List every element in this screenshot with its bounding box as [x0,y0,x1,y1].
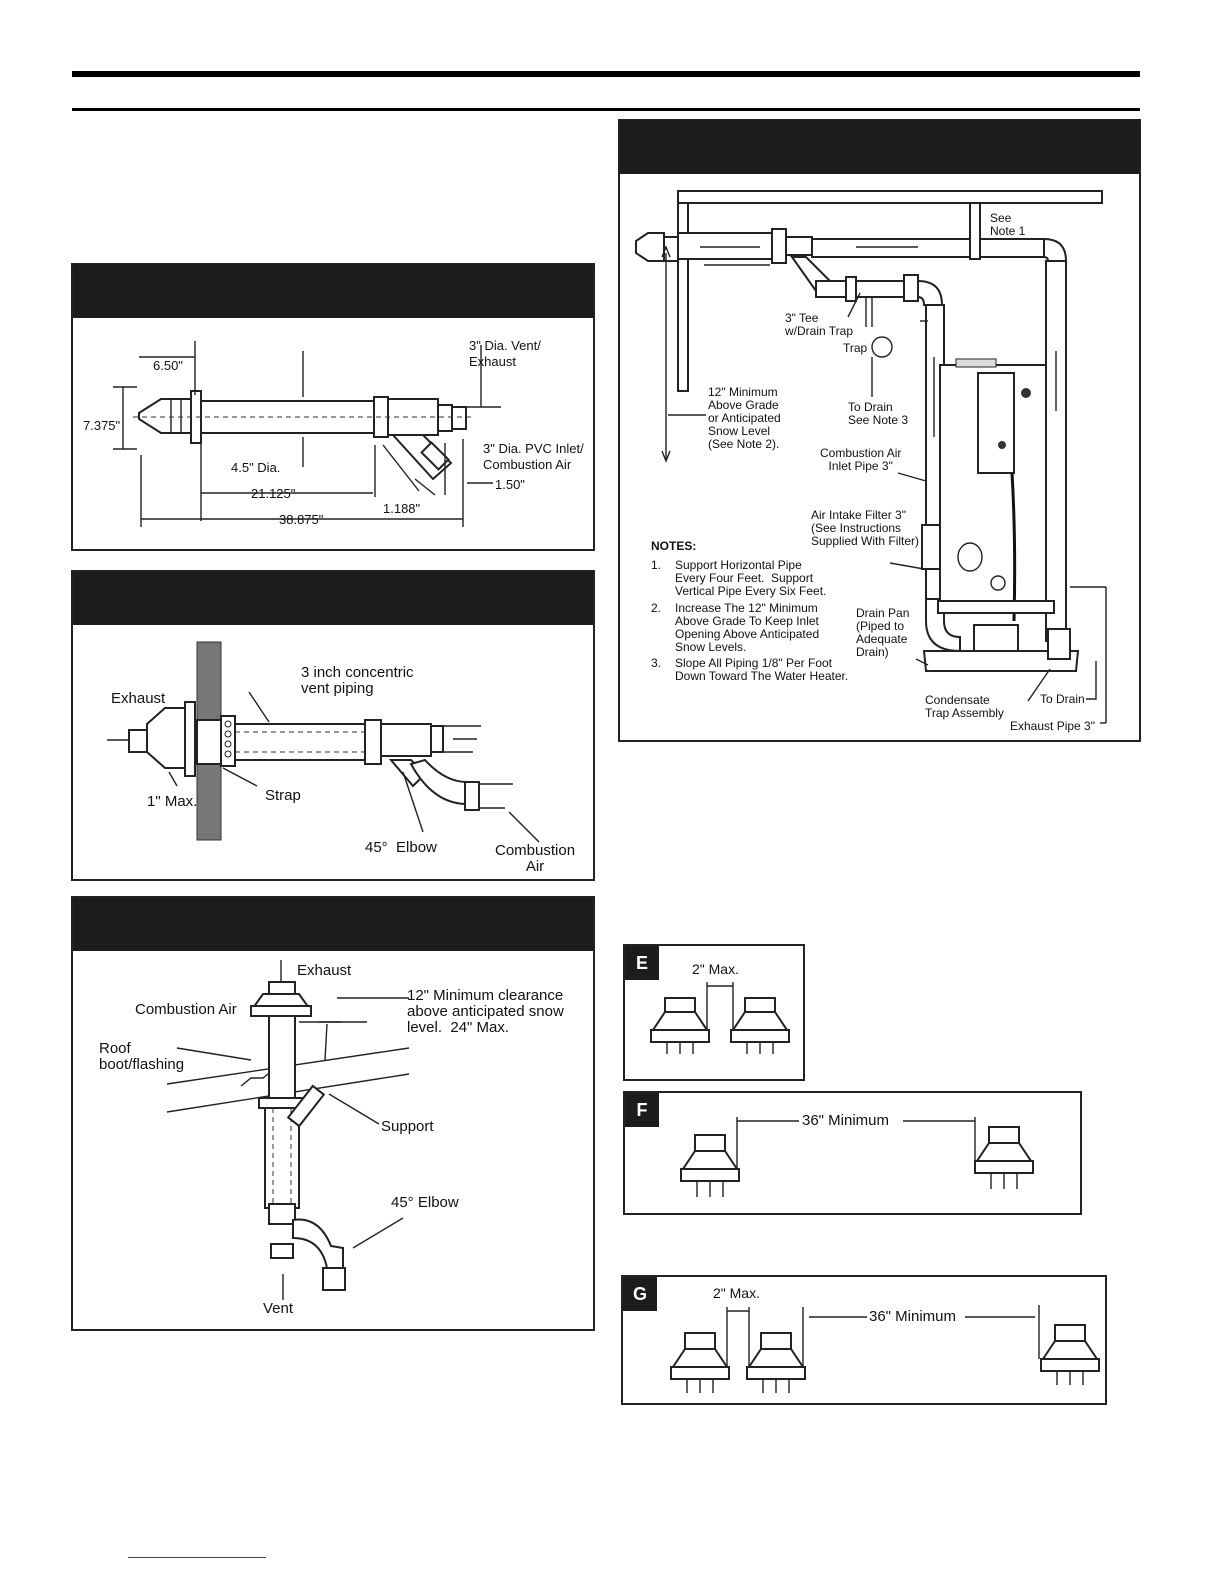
roof-termination-drawing [166,960,410,1300]
label-snow-clearance: 12" Minimum clearance above anticipated … [407,987,564,1036]
figure-header [620,121,1139,174]
spacing-figure-e: E 2" Max. [623,944,805,1081]
dim-1-188: 1.188" [383,501,421,516]
terminal-group-drawing [670,1305,1100,1393]
note-number: 3. [651,656,662,670]
figure-tag: F [625,1093,659,1127]
terminal-spacing-drawing [680,1117,1034,1197]
header-rule-thick [72,71,1140,77]
label-exhaust: Exhaust [111,690,166,707]
installation-drawing [635,190,1107,724]
concentric-vent-drawing [113,341,501,527]
label-vent-exhaust: 3" Dia. Vent/ Exhaust [469,338,541,369]
label-36-minimum: 36" Minimum [802,1112,890,1129]
notes-title: NOTES: [651,539,697,553]
note-text: Increase The 12" Minimum Above Grade To … [675,601,820,654]
installation-figure: See Note 1 3" Tee w/Drain Trap Trap 12" … [618,119,1141,742]
label-36-minimum: 36" Minimum [869,1308,957,1325]
label-combustion-air: Combustion Air [495,842,576,875]
dim-1-50: 1.50" [495,477,525,492]
dim-38-875: 38.875" [279,512,324,527]
label-air-intake-filter: Air Intake Filter 3" (See Instructions S… [811,508,920,548]
figure-header [73,572,593,625]
label-exhaust: Exhaust [297,962,352,979]
concentric-dimensions-figure: 6.50" 7.375" 3" Dia. Vent/ Exhaust 3" Di… [71,263,595,551]
figure-tag: E [625,946,659,980]
label-strap: Strap [265,787,301,804]
dim-6-50: 6.50" [153,358,183,373]
label-min-above-grade: 12" Minimum Above Grade or Anticipated S… [708,385,781,451]
figure-header [73,265,593,318]
label-support: Support [381,1118,434,1135]
label-vent: Vent [263,1300,294,1317]
dim-7-375: 7.375" [83,418,121,433]
figure-tag: G [623,1277,657,1311]
label-2-max: 2" Max. [713,1285,760,1301]
label-see-note-1: See Note 1 [990,211,1026,238]
label-trap: Trap [843,341,868,355]
label-to-drain-note-3: To Drain See Note 3 [848,400,909,427]
spacing-figure-g: G 2" Max. 36" Minimum [621,1275,1107,1405]
label-to-drain: To Drain [1040,692,1085,706]
label-pvc-inlet: 3" Dia. PVC Inlet/ Combustion Air [483,441,584,472]
note-text: Support Horizontal Pipe Every Four Feet.… [675,558,827,598]
label-tee-drain-trap: 3" Tee w/Drain Trap [785,311,854,338]
note-text: Slope All Piping 1/8" Per Foot Down Towa… [675,656,849,683]
label-roof-boot: Roof boot/flashing [99,1040,185,1073]
header-rule-thin [72,108,1140,111]
note-number: 1. [651,558,662,572]
label-exhaust-pipe: Exhaust Pipe 3" [1010,719,1095,733]
dim-4-5-dia: 4.5" Dia. [231,460,281,475]
label-combustion-air: Combustion Air [135,1001,237,1018]
terminal-pair-drawing [650,982,790,1054]
note-number: 2. [651,601,662,615]
label-1-max: 1" Max. [147,793,198,810]
footer-link-underline[interactable] [128,1557,266,1558]
wall-termination-figure: 3 inch concentric vent piping Exhaust 1"… [71,570,595,881]
label-concentric-piping: 3 inch concentric vent piping [301,664,414,697]
label-2-max: 2" Max. [692,961,739,977]
figure-header [73,898,593,951]
spacing-figure-f: F 36" Minimum [623,1091,1082,1215]
label-45-elbow: 45° Elbow [365,839,437,856]
label-inlet-pipe: Combustion Air Inlet Pipe 3" [820,446,902,473]
wall-termination-drawing [107,641,540,843]
dim-21-125: 21.125" [251,486,296,501]
label-45-elbow: 45° Elbow [391,1194,459,1211]
label-condensate-trap: Condensate Trap Assembly [925,693,1004,720]
roof-termination-figure: Exhaust Combustion Air 12" Minimum clear… [71,896,595,1331]
label-drain-pan: Drain Pan (Piped to Adequate Drain) [856,606,910,659]
